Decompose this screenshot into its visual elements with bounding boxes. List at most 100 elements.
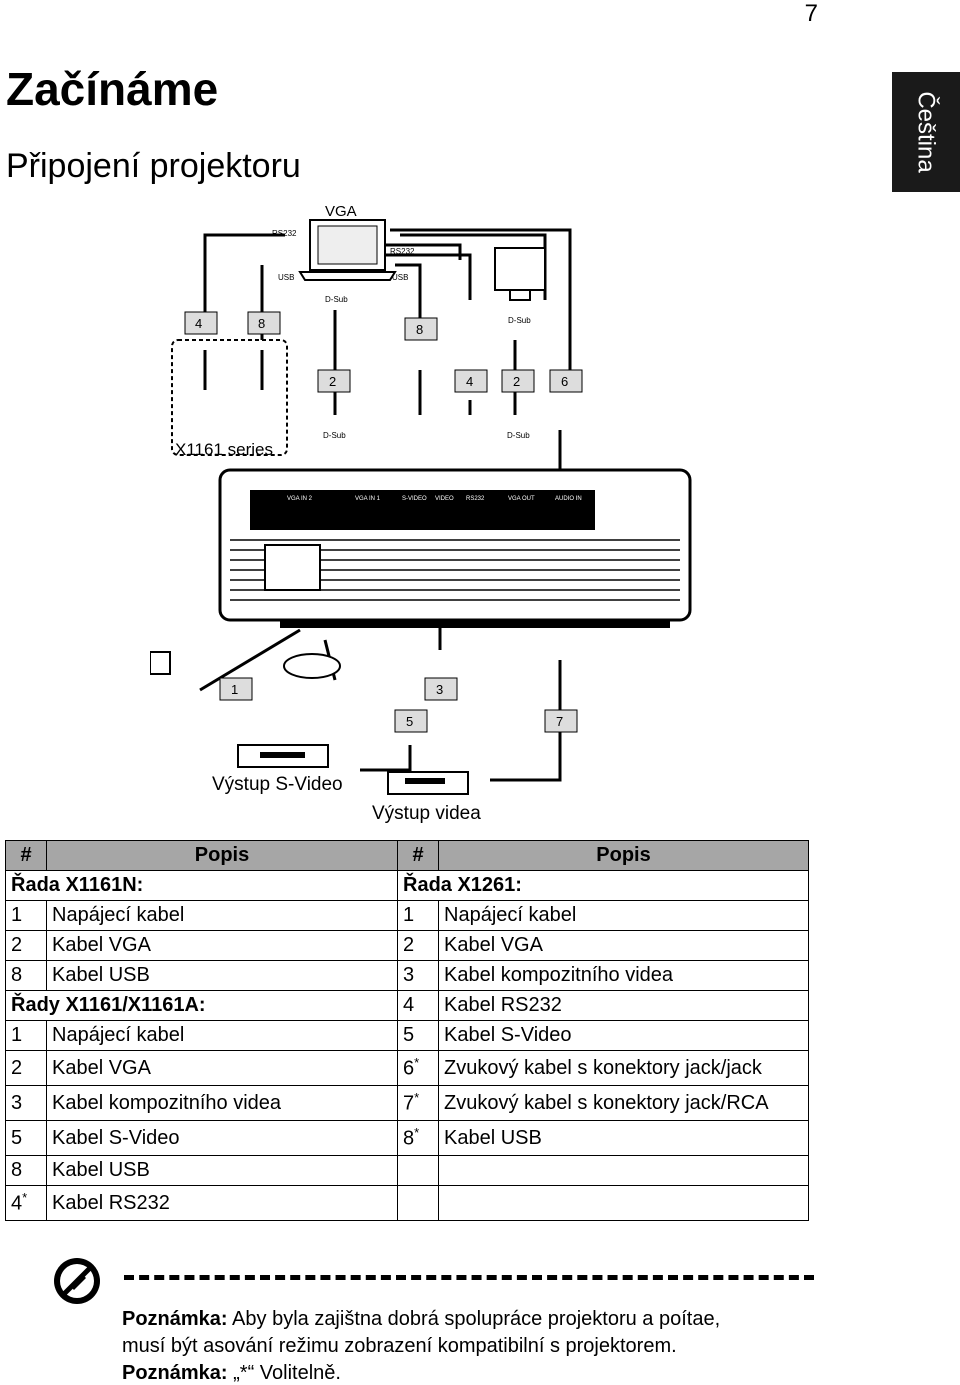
cell-number: 2	[5, 1050, 47, 1086]
table-row: 2 Kabel VGA 2 Kabel VGA	[5, 930, 809, 961]
cell-number: 1	[5, 1020, 47, 1051]
cell-number-value: 8	[403, 1127, 415, 1150]
callout-1: 1	[231, 682, 238, 697]
callout-2: 2	[329, 374, 336, 389]
callout-8b: 8	[416, 322, 423, 337]
port-s-video: S-VIDEO	[402, 496, 427, 502]
language-tab-label: Čeština	[913, 91, 940, 173]
table-row: 1 Napájecí kabel 5 Kabel S-Video	[5, 1020, 809, 1051]
table-row: Řada X1161N: Řada X1261:	[5, 870, 809, 901]
series-heading: Řada X1161N:	[5, 870, 398, 901]
cell-number-value: 6	[403, 1057, 415, 1080]
projector-icon	[218, 468, 692, 628]
cell-number: 2	[5, 930, 47, 961]
video-out-label: Výstup videa	[372, 803, 481, 824]
power-outlet-icon	[150, 651, 171, 675]
dsub-label-2: D-Sub	[508, 316, 531, 325]
optional-mark: *	[22, 1190, 28, 1206]
callout-7: 7	[556, 714, 563, 729]
cell-number: 7*	[397, 1085, 439, 1121]
callout-6: 6	[561, 374, 568, 389]
port-vga-in-2: VGA IN 2	[287, 496, 313, 502]
cell-description: Kabel VGA	[46, 1050, 398, 1086]
header-description-2: Popis	[438, 840, 809, 871]
table-row: 8 Kabel USB	[5, 1155, 809, 1186]
note-1-continued: musí být asování režimu zobrazení kompat…	[122, 1335, 677, 1357]
dsub-label-4: D-Sub	[507, 431, 530, 440]
cell-number-value: 4	[11, 1192, 23, 1215]
optional-mark: *	[414, 1125, 420, 1141]
rs232-label-2: RS232	[390, 247, 415, 256]
callout-8: 8	[258, 316, 265, 331]
cell-number: 8	[5, 960, 47, 991]
cell-description: Kabel RS232	[46, 1185, 398, 1221]
note-label: Poznámka:	[122, 1308, 228, 1330]
section-title: Připojení projektoru	[6, 147, 301, 185]
svideo-out-label: Výstup S-Video	[212, 774, 343, 795]
cell-number: 6*	[397, 1050, 439, 1086]
optional-mark: *	[414, 1055, 420, 1071]
cable-table: # Popis # Popis Řada X1161N: Řada X1261:…	[5, 840, 809, 1221]
cell-number: 4	[397, 990, 439, 1021]
cell-number: 4*	[5, 1185, 47, 1221]
note-text: Aby byla zajištna dobrá spolupráce proje…	[227, 1308, 721, 1330]
cell-description: Kabel USB	[438, 1120, 809, 1156]
callout-2b: 2	[513, 374, 520, 389]
cell-number	[397, 1155, 439, 1186]
callout-3: 3	[436, 682, 443, 697]
port-video: VIDEO	[435, 496, 454, 502]
header-number-2: #	[397, 840, 439, 871]
model-label: X1161 series	[175, 440, 273, 459]
table-row: Řady X1161/X1161A: 4 Kabel RS232	[5, 990, 809, 1021]
cell-description: Napájecí kabel	[46, 1020, 398, 1051]
connection-diagram: VGA RS232 RS232 USB USB D-Sub D-Sub D-Su…	[150, 203, 692, 824]
page-number: 7	[804, 0, 818, 27]
port-audio-in: AUDIO IN	[555, 496, 582, 502]
page-title: Začínáme	[6, 63, 219, 115]
header-description: Popis	[46, 840, 398, 871]
cell-number	[397, 1185, 439, 1221]
cell-description	[438, 1185, 809, 1221]
cell-description: Zvukový kabel s konektory jack/jack	[438, 1050, 809, 1086]
series-heading: Řady X1161/X1161A:	[5, 990, 398, 1021]
note-label: Poznámka:	[122, 1362, 228, 1384]
cell-description: Kabel kompozitního videa	[438, 960, 809, 991]
power-plug-icon	[283, 653, 341, 679]
cell-description: Kabel VGA	[438, 930, 809, 961]
cell-number: 3	[397, 960, 439, 991]
cell-number: 5	[5, 1120, 47, 1156]
port-vga-out: VGA OUT	[508, 496, 535, 502]
usb-label: USB	[278, 273, 294, 282]
cell-description	[438, 1155, 809, 1186]
note-pencil-icon	[54, 1258, 100, 1304]
cell-number: 8*	[397, 1120, 439, 1156]
cell-description: Kabel USB	[46, 1155, 398, 1186]
table-row: 1 Napájecí kabel 1 Napájecí kabel	[5, 900, 809, 931]
monitor-icon	[494, 247, 546, 301]
cell-number: 1	[5, 900, 47, 931]
optional-mark: *	[414, 1090, 420, 1106]
x1161-port-box	[171, 339, 288, 456]
language-tab: Čeština	[892, 72, 960, 192]
rs232-label: RS232	[272, 229, 297, 238]
cell-number-value: 7	[403, 1092, 415, 1115]
cell-description: Kabel USB	[46, 960, 398, 991]
cell-number: 2	[397, 930, 439, 961]
dsub-label-3: D-Sub	[323, 431, 346, 440]
cell-description: Napájecí kabel	[46, 900, 398, 931]
cell-description: Kabel RS232	[438, 990, 809, 1021]
cell-number: 8	[5, 1155, 47, 1186]
cell-number: 5	[397, 1020, 439, 1051]
callout-5: 5	[406, 714, 413, 729]
note-text: „*“ Volitelně.	[227, 1362, 341, 1384]
table-row: 3 Kabel kompozitního videa 7* Zvukový ka…	[5, 1085, 809, 1121]
video-player-icon	[387, 771, 469, 795]
cell-description: Kabel S-Video	[438, 1020, 809, 1051]
note-1: Poznámka: Aby byla zajištna dobrá spolup…	[122, 1308, 720, 1331]
port-rs232: RS232	[466, 496, 485, 502]
note-divider	[124, 1275, 814, 1280]
cell-description: Kabel S-Video	[46, 1120, 398, 1156]
cell-description: Kabel VGA	[46, 930, 398, 961]
header-number: #	[5, 840, 47, 871]
cell-description: Zvukový kabel s konektory jack/RCA	[438, 1085, 809, 1121]
